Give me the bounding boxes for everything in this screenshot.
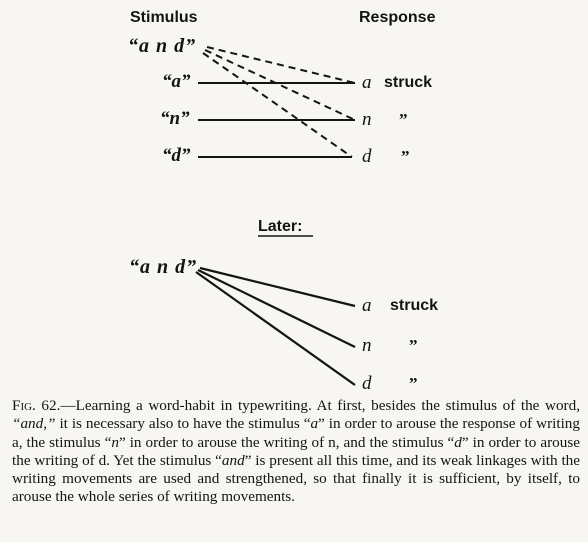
caption-emphasis: “and,” (12, 415, 56, 433)
figure-caption: Fig. 62.—Learning a word-habit in typewr… (12, 397, 580, 507)
caption-text: “ (104, 433, 112, 451)
response-n-ditto: ” (399, 110, 408, 129)
whole-word-stimulus: “a n d” (128, 35, 197, 57)
response-header: Response (359, 9, 436, 26)
stimulus-d: “d” (162, 145, 191, 166)
caption-text: strengthened, so that finally it is suff… (12, 470, 581, 506)
dashed-link-and-to-d (202, 52, 353, 158)
later-response-a-word: struck (390, 297, 439, 314)
response-d-letter: d (362, 146, 372, 167)
response-n-letter: n (362, 109, 372, 130)
dashed-link-and-to-a (206, 46, 356, 84)
caption-emphasis: a (310, 415, 319, 433)
later-label: Later: (258, 218, 303, 235)
later-link-and-to-n (197, 269, 356, 348)
caption-text: —Learning a word-habit in typewriting. A… (60, 397, 440, 414)
response-d-ditto: ” (401, 147, 410, 166)
response-a-letter: a (362, 72, 372, 93)
later-link-and-to-a (199, 266, 356, 308)
caption-text: stimulus “ (248, 415, 311, 433)
dashed-link-and-to-n (204, 49, 356, 121)
later-response-n-ditto: ” (409, 336, 418, 355)
caption-emphasis: d (454, 433, 462, 451)
response-a-word: struck (384, 74, 433, 91)
caption-text: whole series of writing movements. (77, 488, 296, 506)
caption-emphasis: n (111, 433, 119, 451)
figure-label: Fig. 62. (12, 397, 61, 414)
later-response-d-ditto: ” (409, 374, 418, 393)
caption-emphasis: and (221, 451, 245, 469)
later-whole-word-stimulus: “a n d” (129, 256, 198, 278)
caption-text: it is necessary also to have the (55, 415, 245, 433)
later-response-n-letter: n (362, 335, 372, 356)
later-response-d-letter: d (362, 373, 372, 394)
stimulus-header: Stimulus (130, 9, 198, 26)
caption-text: ” is present all this (244, 451, 358, 469)
caption-text: ” in order to arouse the writing of n, a… (118, 433, 455, 451)
caption-text: to arouse the writing of d. Yet the stim… (12, 433, 580, 469)
later-link-and-to-d (195, 271, 356, 386)
caption-text: ” in order (461, 433, 521, 451)
stimulus-a: “a” (162, 71, 191, 92)
connection-diagram (195, 46, 356, 386)
caption-text: time, and its weak linkages with the wri… (12, 451, 581, 488)
caption-text: stimulus of the word, (445, 397, 581, 414)
caption-text: ” in order to arouse the response of wri… (12, 415, 580, 451)
later-response-a-letter: a (362, 295, 372, 316)
stimulus-n: “n” (160, 108, 190, 129)
